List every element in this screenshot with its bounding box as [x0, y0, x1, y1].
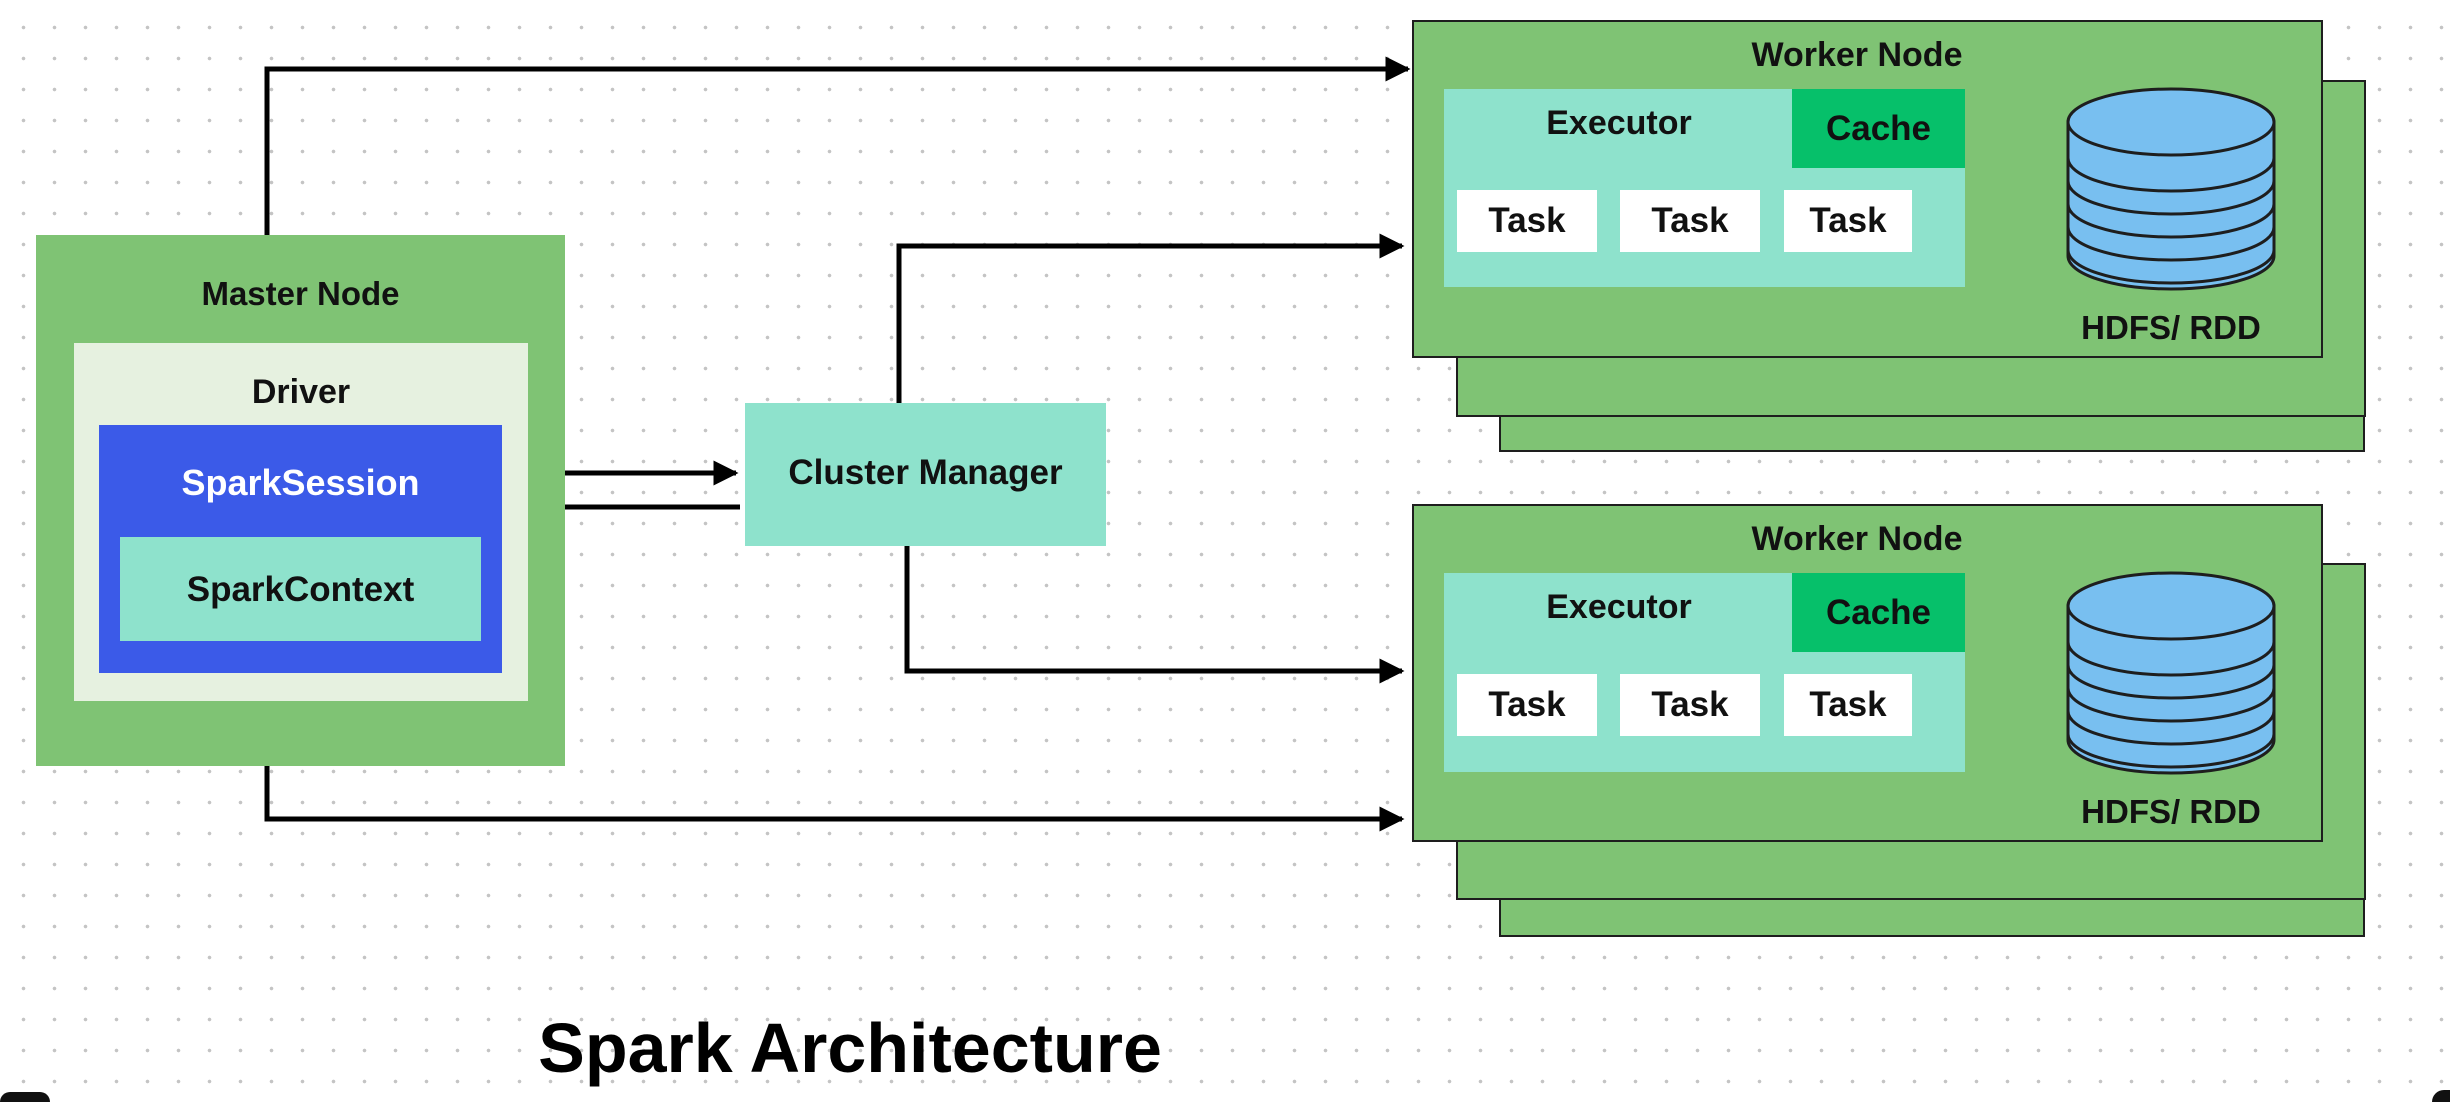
master-node-title: Master Node — [201, 275, 400, 312]
cluster-manager: Cluster Manager — [745, 403, 1106, 546]
arrow-cluster-manager-to-worker-1 — [896, 233, 1405, 406]
database-icon — [2066, 571, 2276, 775]
task: Task — [1784, 190, 1912, 252]
cluster-manager-label: Cluster Manager — [788, 453, 1063, 492]
task: Task — [1457, 190, 1597, 252]
database-icon — [2066, 87, 2276, 291]
arrow-master-to-worker-2 — [264, 766, 1405, 832]
executor: Executor Cache Task Task Task — [1444, 573, 1965, 772]
task: Task — [1457, 674, 1597, 736]
executor-title: Executor — [1546, 588, 1692, 626]
arrow-cluster-manager-to-worker-2 — [904, 546, 1405, 684]
spark-session-label: SparkSession — [181, 462, 420, 503]
cache-label: Cache — [1825, 593, 1932, 632]
spark-context-label: SparkContext — [186, 570, 415, 609]
cache: Cache — [1792, 573, 1965, 652]
corner-mark-right — [2432, 1090, 2450, 1102]
master-node: Master Node Driver SparkSession SparkCon… — [36, 235, 565, 766]
task: Task — [1620, 190, 1760, 252]
corner-mark-left — [0, 1092, 50, 1102]
worker-node-1: Worker Node Executor Cache Task Task Tas… — [1412, 20, 2323, 358]
diagram-caption: Spark Architecture — [538, 1009, 1162, 1087]
worker-node-title: Worker Node — [1751, 520, 1963, 558]
cache: Cache — [1792, 89, 1965, 168]
executor: Executor Cache Task Task Task — [1444, 89, 1965, 287]
task: Task — [1784, 674, 1912, 736]
driver-title: Driver — [251, 373, 351, 411]
arrow-master-to-worker-1 — [264, 56, 1411, 236]
worker-node-title: Worker Node — [1751, 36, 1963, 74]
task: Task — [1620, 674, 1760, 736]
driver: Driver SparkSession SparkContext — [74, 343, 528, 701]
worker-node-2: Worker Node Executor Cache Task Task Tas… — [1412, 504, 2323, 842]
cache-label: Cache — [1825, 109, 1932, 148]
spark-session: SparkSession SparkContext — [99, 425, 502, 673]
storage-label: HDFS/ RDD — [2081, 309, 2261, 346]
spark-context: SparkContext — [120, 537, 481, 641]
executor-title: Executor — [1546, 104, 1692, 142]
storage-label: HDFS/ RDD — [2081, 793, 2261, 830]
